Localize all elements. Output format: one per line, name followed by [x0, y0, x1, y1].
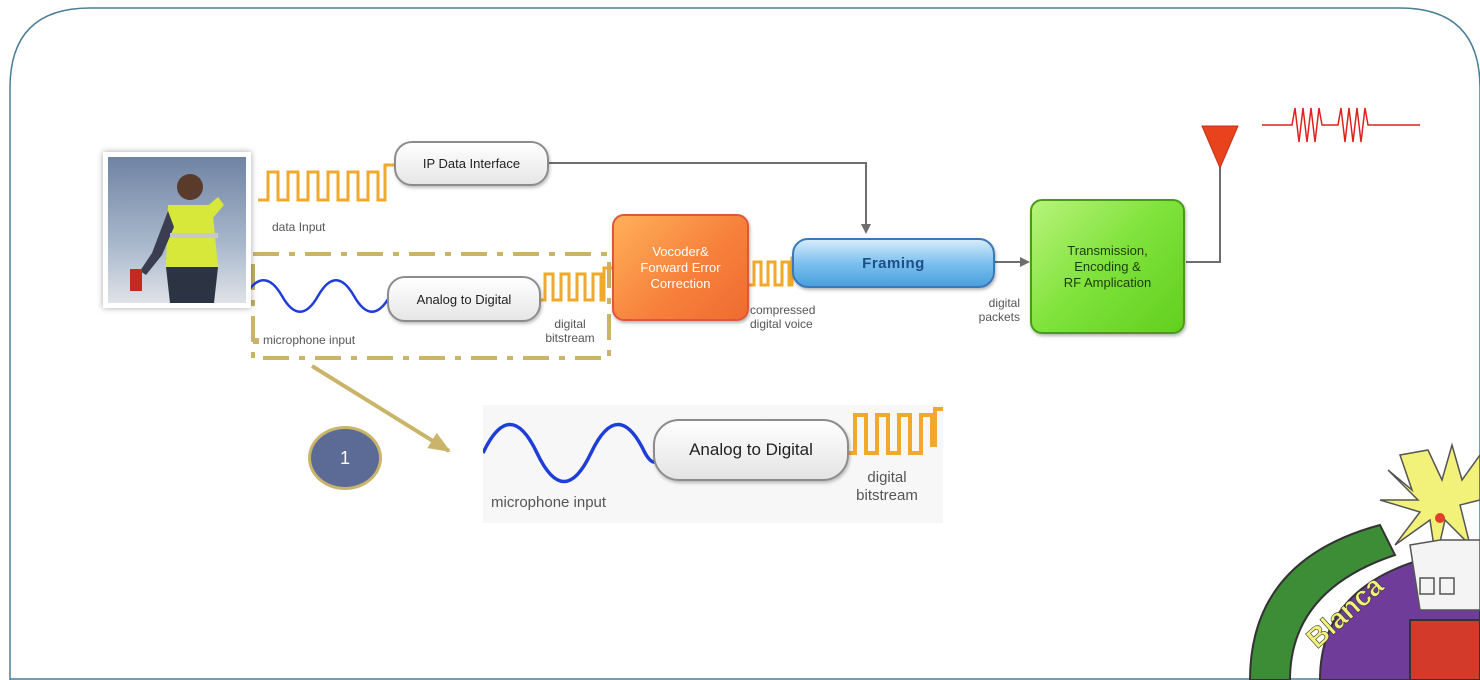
compressed-line2: digital voice: [750, 317, 813, 331]
digital-bitstream-line2: bitstream: [545, 331, 595, 345]
compressed-line1: compressed: [750, 303, 816, 317]
university-logo: Blanca: [1248, 442, 1480, 680]
antenna-icon: [1201, 125, 1239, 170]
vocoder-label-line1: Vocoder&: [652, 243, 709, 259]
digital-packets-line2: packets: [978, 310, 1020, 324]
data-input-square-wave: [258, 163, 396, 202]
digital-bitstream-line1: digital: [554, 317, 586, 331]
ip-to-framing-arrow: [548, 162, 871, 234]
zoom-detail-lines: [483, 407, 943, 484]
framing-block: Framing: [792, 238, 995, 288]
transmission-label-line1: Transmission,: [1067, 242, 1148, 258]
zoom-digital-bitstream-label: digital bitstream: [837, 469, 937, 505]
zoom-sine-wave: [483, 422, 663, 484]
vocoder-label-line2: Forward Error: [640, 259, 721, 275]
data-input-label: data Input: [272, 220, 326, 234]
slide-frame: [9, 7, 1480, 680]
framing-label: Framing: [862, 254, 925, 272]
digital-packets-line1: digital: [988, 296, 1020, 310]
digital-packets-label: digital packets: [960, 296, 1020, 324]
transmission-to-antenna-line: [1186, 158, 1221, 263]
analog-to-digital-block: Analog to Digital: [387, 276, 541, 322]
zoom-analog-to-digital-label: Analog to Digital: [689, 440, 813, 459]
callout-arrow: [310, 364, 451, 453]
compressed-voice-square-wave: [748, 256, 798, 287]
transmission-label-line2: Encoding &: [1074, 258, 1141, 274]
zoom-detail-panel: Analog to Digital microphone input digit…: [483, 405, 943, 523]
zoom-analog-to-digital-block: Analog to Digital: [653, 419, 849, 481]
ip-data-interface-block: IP Data Interface: [394, 141, 549, 186]
callout-number-badge: 1: [308, 426, 382, 490]
digital-bitstream-label: digital bitstream: [530, 317, 610, 345]
operator-photo: [103, 152, 251, 308]
transmission-block: Transmission, Encoding & RF Amplication: [1030, 199, 1185, 334]
vocoder-label-line3: Correction: [650, 275, 711, 291]
zoom-microphone-input-label: microphone input: [491, 494, 607, 511]
microphone-input-label: microphone input: [253, 333, 383, 347]
vocoder-fec-block: Vocoder& Forward Error Correction: [612, 214, 749, 321]
rf-wave-icon: [1262, 107, 1420, 143]
zoom-bitstream-line2: bitstream: [856, 487, 918, 504]
transmission-label-line3: RF Amplication: [1063, 274, 1152, 290]
zoom-square-wave: [846, 407, 943, 455]
compressed-digital-voice-label: compressed digital voice: [750, 303, 840, 331]
bitstream-square-wave: [541, 266, 612, 302]
zoom-bitstream-line1: digital: [867, 469, 907, 486]
callout-number: 1: [339, 447, 350, 468]
analog-to-digital-label: Analog to Digital: [416, 291, 512, 307]
microphone-input-text: microphone input: [263, 333, 356, 347]
operator-illustration: [108, 157, 246, 303]
analog-highlight-box: [251, 252, 611, 360]
ip-data-interface-label: IP Data Interface: [422, 156, 521, 171]
microphone-sine-wave: [243, 279, 392, 313]
